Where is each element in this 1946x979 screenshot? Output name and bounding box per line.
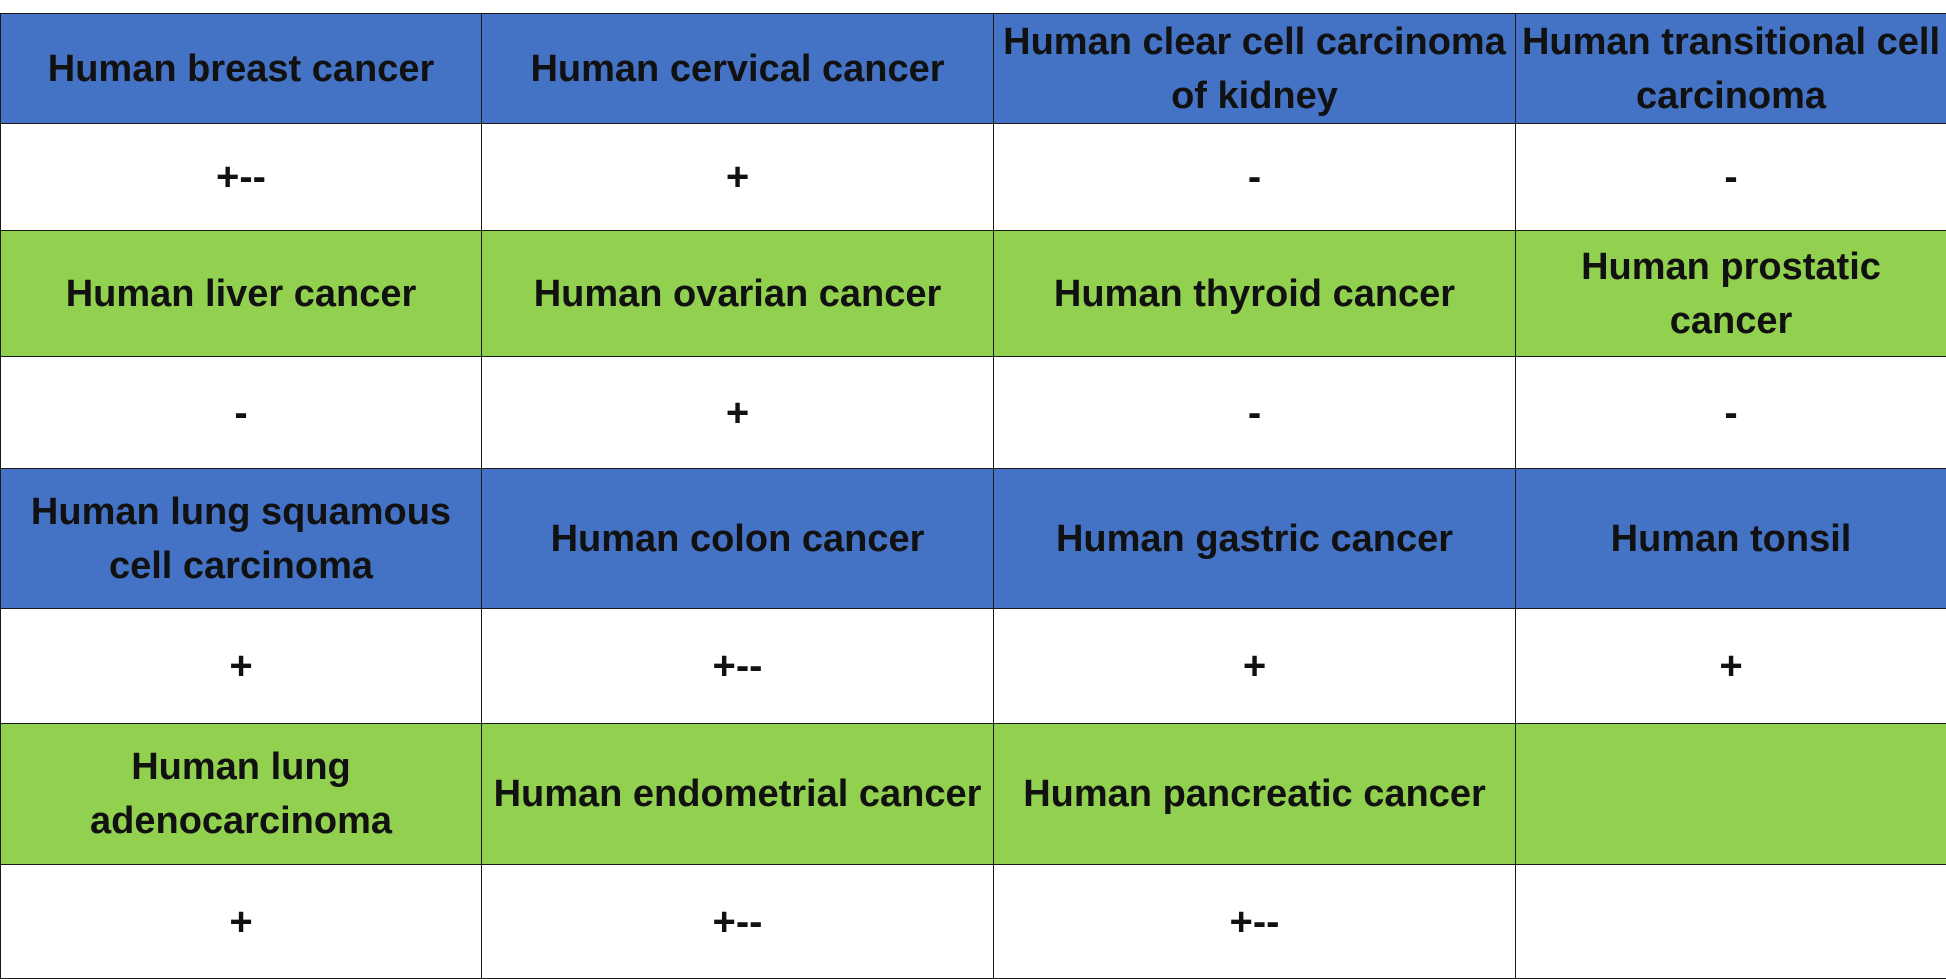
result-cell: +	[481, 123, 994, 231]
result-row-4: + +-- +--	[0, 864, 1946, 979]
tissue-cell	[1515, 723, 1946, 865]
tissue-row-1: Human breast cancer Human cervical cance…	[0, 13, 1946, 124]
result-cell: +--	[0, 123, 482, 231]
tissue-cell: Human liver cancer	[0, 230, 482, 357]
tissue-cell: Human endometrial cancer	[481, 723, 994, 865]
result-cell: +--	[481, 864, 994, 979]
result-cell: +	[0, 864, 482, 979]
tissue-row-3: Human lung squamous cell carcinoma Human…	[0, 468, 1946, 609]
result-cell: -	[993, 123, 1516, 231]
tissue-row-4: Human lung adenocarcinoma Human endometr…	[0, 723, 1946, 865]
result-cell: +	[0, 608, 482, 724]
result-cell: -	[1515, 356, 1946, 469]
result-cell: +--	[481, 608, 994, 724]
tissue-cell: Human thyroid cancer	[993, 230, 1516, 357]
tissue-cell: Human gastric cancer	[993, 468, 1516, 609]
result-cell: +	[481, 356, 994, 469]
result-cell: +	[1515, 608, 1946, 724]
tissue-cell: Human pancreatic cancer	[993, 723, 1516, 865]
result-row-3: + +-- + +	[0, 608, 1946, 724]
tissue-cell: Human ovarian cancer	[481, 230, 994, 357]
result-cell: -	[1515, 123, 1946, 231]
result-row-2: - + - -	[0, 356, 1946, 469]
tissue-cell: Human colon cancer	[481, 468, 994, 609]
result-cell: +	[993, 608, 1516, 724]
result-cell: -	[0, 356, 482, 469]
tissue-cell: Human tonsil	[1515, 468, 1946, 609]
tissue-row-2: Human liver cancer Human ovarian cancer …	[0, 230, 1946, 357]
tissue-cell: Human transitional cell carcinoma	[1515, 13, 1946, 124]
result-cell: -	[993, 356, 1516, 469]
result-cell	[1515, 864, 1946, 979]
tissue-cell: Human lung squamous cell carcinoma	[0, 468, 482, 609]
tissue-cell: Human clear cell carcinoma of kidney	[993, 13, 1516, 124]
tissue-cell: Human lung adenocarcinoma	[0, 723, 482, 865]
tissue-cell: Human prostatic cancer	[1515, 230, 1946, 357]
tissue-cell: Human cervical cancer	[481, 13, 994, 124]
result-cell: +--	[993, 864, 1516, 979]
result-row-1: +-- + - -	[0, 123, 1946, 231]
tissue-cell: Human breast cancer	[0, 13, 482, 124]
cancer-expression-table: Human breast cancer Human cervical cance…	[0, 13, 1946, 979]
